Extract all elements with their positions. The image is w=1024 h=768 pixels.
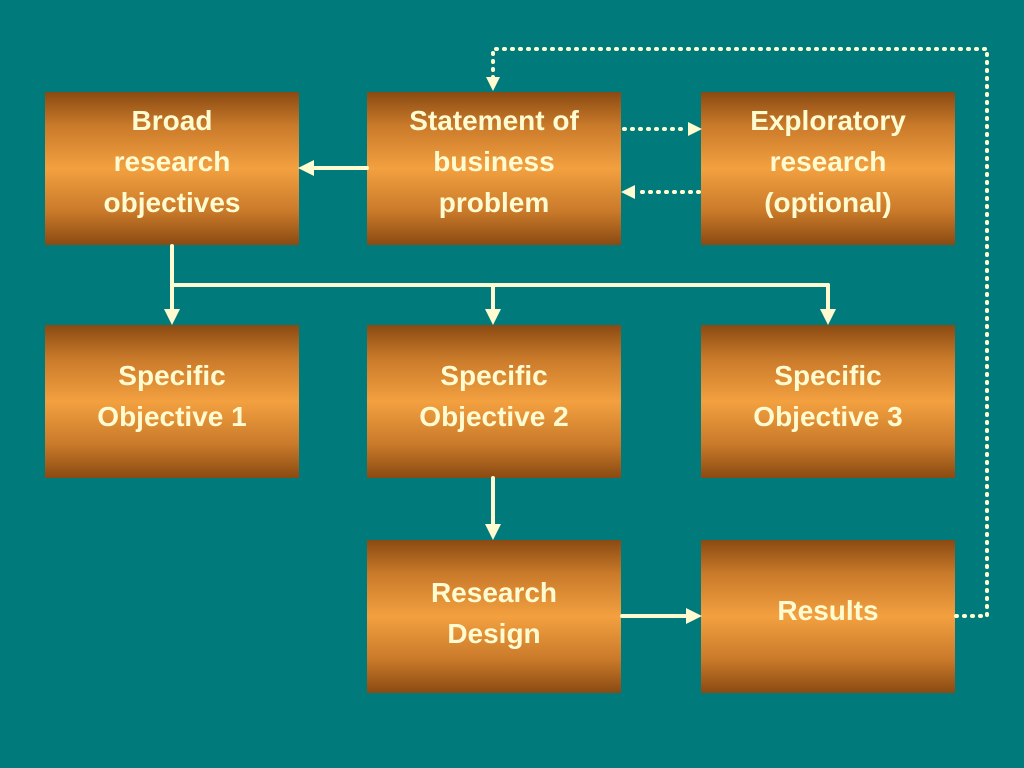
box-text: objectives [103,187,241,218]
arrowhead-left [621,185,635,199]
statement-of-business-problem-box: Statement of business problem [367,92,621,245]
arrowhead-down [820,309,836,325]
arrowhead-down [164,309,180,325]
specific-objective-1-box: Specific Objective 1 [45,325,299,478]
box-text: Results [777,595,879,626]
specific-objective-2-box: Specific Objective 2 [367,325,621,478]
box-text: Specific [774,360,882,391]
broad-research-objectives-box: Broad research objectives [45,92,299,245]
results-box: Results [701,540,955,693]
box-text: Broad [131,105,213,136]
box-text: Specific [440,360,548,391]
research-design-box: Research Design [367,540,621,693]
exploratory-research-box: Exploratory research (optional) [701,92,955,245]
arrowhead-down [485,309,501,325]
box-text: Research [430,577,558,608]
box-text: business [433,146,555,177]
box-text: Exploratory [750,105,906,136]
box-text: research [769,146,887,177]
box-text: Specific [118,360,226,391]
box-text: problem [438,187,550,218]
arrowhead-down [486,77,500,91]
box-text: research [113,146,231,177]
box-text: Objective 3 [753,401,903,432]
box-text: Objective 1 [97,401,247,432]
arrowhead-right [686,608,702,624]
results-feedback-loop-dotted [491,47,989,618]
box-text: (optional) [764,187,892,218]
arrowhead-down [485,524,501,540]
arrowhead-left [298,160,314,176]
specific-objective-3-box: Specific Objective 3 [701,325,955,478]
box-text: Design [447,618,541,649]
box-text: Statement of [409,105,579,136]
box-text: Objective 2 [419,401,569,432]
arrowhead-right [688,122,702,136]
